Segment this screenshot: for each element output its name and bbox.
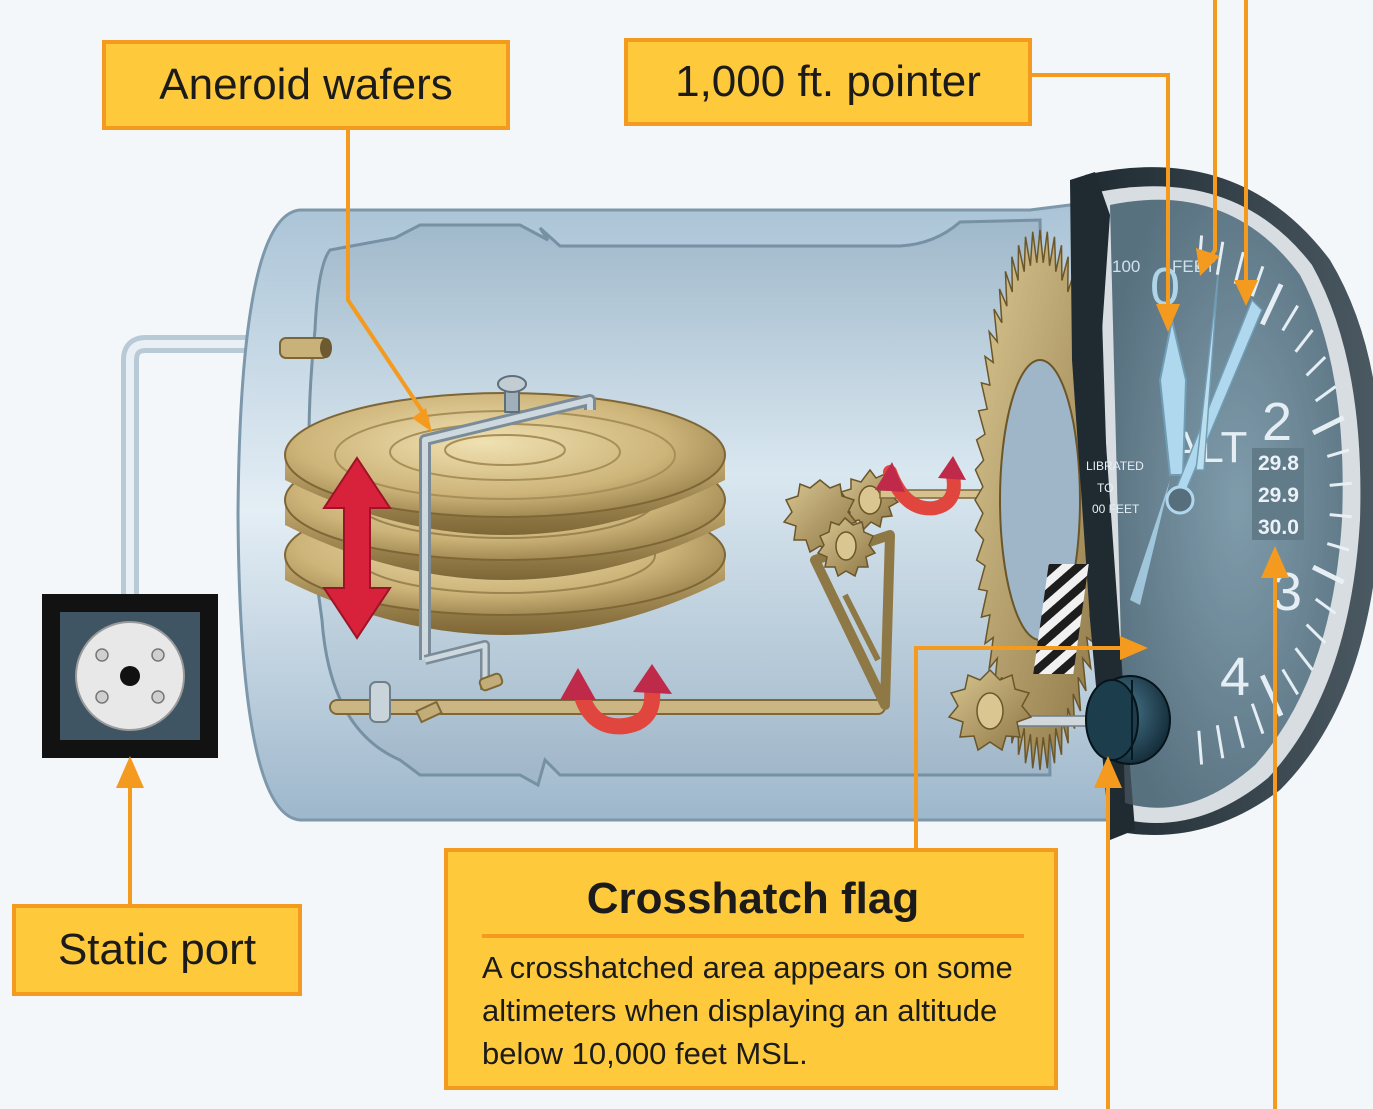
dial-tick [1250,703,1265,735]
dial-tick [1281,304,1299,332]
vertical-motion-arrow [322,456,392,640]
pinion-gears [782,468,1061,578]
calibrated-line-3: 00 FEET [1092,502,1140,516]
dial-tick [1233,251,1245,285]
dial-tick [1326,448,1350,458]
kollsman-29-9: 29.9 [1258,484,1299,507]
aneroid-wafers [284,392,726,635]
rotation-arrow-bottom [560,664,672,735]
dial-tick [1281,668,1299,696]
dial-tick [1215,241,1225,276]
dial-tick [1314,385,1337,403]
calibrated-line-2: TO [1097,481,1113,495]
callout-aneroid-wafers-label: Aneroid wafers [159,60,453,109]
crosshatch-flag-title: Crosshatch flag [482,874,1024,938]
dial-tick [1215,724,1225,759]
static-tube [121,335,250,600]
ten-thousand-ft-pointer [1195,274,1219,471]
setting-gear [947,668,1091,752]
dial-tick [1305,356,1327,377]
case-fitting [279,337,332,359]
dial-tick [1294,329,1314,353]
calibrated-line-1: LIBRATED [1086,459,1144,473]
dial-tick [1260,283,1284,326]
thousand-ft-pointer [1158,319,1188,476]
callout-static-port-label: Static port [57,925,257,974]
dial-tick [1329,481,1352,487]
crosshatch-flag-description: A crosshatched area appears on some alti… [482,950,1013,1071]
dial-tick [1311,564,1345,585]
dial-tick [1329,513,1352,519]
callout-1000-ft-pointer-label: 1,000 ft. pointer [675,57,981,106]
dial-tick [1250,265,1265,297]
dial-tick [1326,542,1350,552]
dial-numeral-2: 2 [1262,392,1292,452]
kollsman-29-8: 29.8 [1258,452,1299,475]
dial-numeral-4: 4 [1220,647,1250,707]
leader-lines [128,0,1277,1109]
linkage-bracket [419,375,596,690]
dial-tick [1260,674,1284,717]
callout-crosshatch-flag: Crosshatch flag A crosshatched area appe… [444,848,1058,1090]
leader-arrowheads [116,248,1289,788]
dial-tick [1197,730,1204,765]
dial-tick [1314,597,1337,615]
callout-1000-ft-pointer: 1,000 ft. pointer [624,38,1032,126]
rotation-arrow-top [875,456,966,516]
dial-tick [1311,415,1345,436]
dial-hundred-label: 100 [1112,257,1140,276]
dial-tick [1294,647,1314,671]
altimeter-dial: 0 2 3 4 100 FEET ALT LIBRATED TO 00 FEET… [1033,167,1373,840]
callout-static-port: Static port [12,904,302,996]
barometric-setting-knob [1085,675,1171,765]
callout-aneroid-wafers: Aneroid wafers [102,40,510,130]
static-port [42,594,218,758]
dial-tick [1305,623,1327,644]
dial-tick [1233,715,1245,749]
kollsman-30-0: 30.0 [1258,516,1299,539]
